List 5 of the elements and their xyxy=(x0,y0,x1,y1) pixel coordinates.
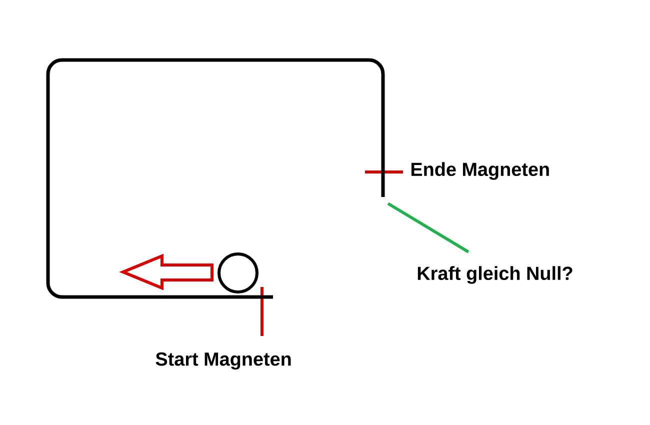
callout-text: Kraft gleich Null? xyxy=(418,266,572,284)
label-text: Ende Magneten xyxy=(411,162,549,180)
track-line xyxy=(46,58,385,299)
label-text: Start Magneten xyxy=(156,352,291,370)
leader-line xyxy=(387,202,470,254)
